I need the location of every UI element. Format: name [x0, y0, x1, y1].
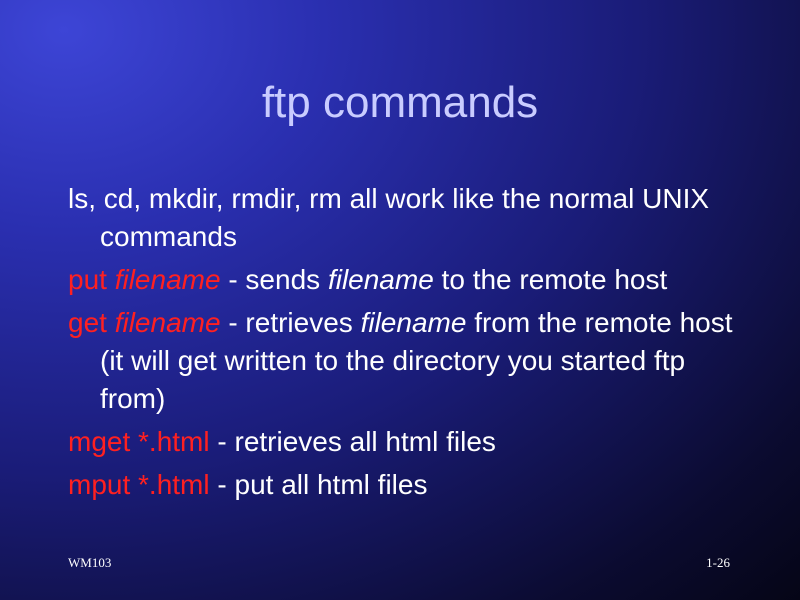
- bullet-text: - put all html files: [209, 469, 428, 500]
- slide-title: ftp commands: [261, 78, 539, 127]
- command-mput: mput *.html: [68, 469, 210, 500]
- footer-course-code: WM103: [68, 555, 112, 570]
- command-mget: mget *.html: [68, 426, 210, 457]
- bullet-text: ls, cd, mkdir, rmdir, rm all work like t…: [68, 183, 710, 252]
- bullet-item-mput: mput *.html - put all html files: [68, 466, 748, 504]
- filename-term: filename: [360, 307, 467, 338]
- bullet-text: - sends: [220, 264, 328, 295]
- bullet-item-get: get filename - retrieves filename from t…: [68, 304, 748, 418]
- bullet-list: ls, cd, mkdir, rmdir, rm all work like t…: [68, 180, 748, 509]
- command-put: put: [68, 264, 115, 295]
- bullet-item-basic-commands: ls, cd, mkdir, rmdir, rm all work like t…: [68, 180, 748, 256]
- command-put-arg: filename: [114, 264, 221, 295]
- command-get: get: [68, 307, 115, 338]
- bullet-text: - retrieves all html files: [209, 426, 496, 457]
- command-get-arg: filename: [114, 307, 221, 338]
- bullet-text: to the remote host: [433, 264, 668, 295]
- bullet-text: from the remote host (it will get writte…: [100, 307, 733, 414]
- bullet-item-put: put filename - sends filename to the rem…: [68, 261, 748, 299]
- footer-slide-number: 1-26: [706, 555, 730, 570]
- bullet-text: - retrieves: [220, 307, 361, 338]
- filename-term: filename: [327, 264, 434, 295]
- bullet-item-mget: mget *.html - retrieves all html files: [68, 423, 748, 461]
